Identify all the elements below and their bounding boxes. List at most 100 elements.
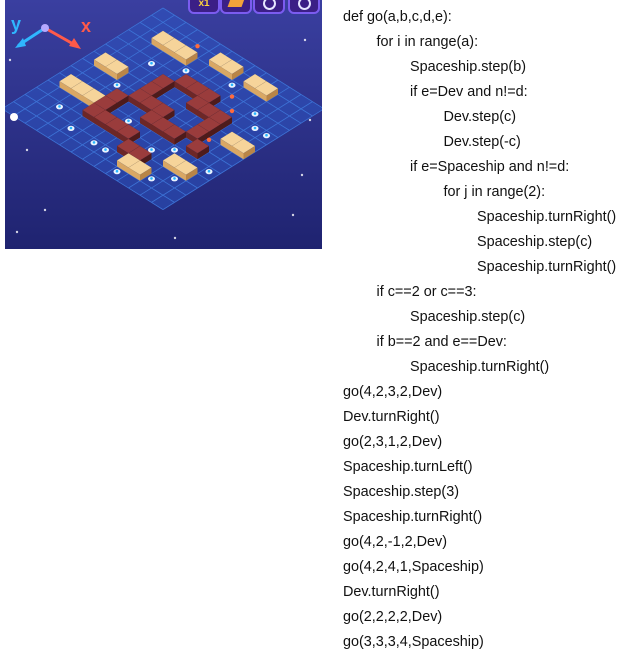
crate-side [186,102,198,116]
isometric-board [5,0,322,249]
grid-line [5,110,164,210]
code-line: go(3,3,3,4,Spaceship) [343,634,484,650]
code-line: def go(a,b,c,d,e): [343,9,452,25]
beacon-light [206,137,212,142]
axis-origin [41,24,49,32]
crate-top [174,160,198,176]
robot-light [207,169,211,173]
crate-side [105,124,117,138]
crate-side [186,52,198,66]
star [173,236,177,240]
code-line: go(2,3,1,2,Dev) [343,434,443,450]
star [15,230,19,234]
crate-side [220,138,232,152]
star [291,213,295,217]
robot-light [115,169,119,173]
crate-side [140,167,152,181]
crate-side [151,38,163,52]
speed-button[interactable]: x1 [188,0,220,14]
crate-side [266,88,278,102]
speed-label: x1 [198,0,210,9]
code-line: Spaceship.step(b) [410,59,526,75]
crate-side [105,66,117,80]
game-view[interactable]: x1 y x [5,0,322,249]
star [303,38,307,42]
robot-light [69,126,73,130]
robot-light [265,133,268,137]
crate-side [255,88,267,102]
crate-side [174,131,186,145]
code-line: for j in range(2): [443,184,546,200]
crate-top [185,138,210,154]
code-line: if b==2 and e==Dev: [376,334,507,350]
code-line: Spaceship.turnLeft() [343,459,473,475]
robot-light [173,148,176,151]
beacon-light [229,94,235,99]
crate-side [209,124,221,138]
magnifier-icon [262,0,276,10]
crate-side [243,81,255,95]
crate-top [128,160,152,176]
crate-top [162,124,187,140]
crate-side [209,59,221,73]
crate-side [140,117,152,131]
crate-side [71,88,83,102]
crate-top [174,44,198,60]
x-axis-label: x [81,16,92,36]
y-arrow-head [15,38,26,48]
robot-light [150,177,153,180]
crate-side [128,167,140,181]
robot-light [253,112,257,115]
code-line: Spaceship.turnRight() [410,359,550,375]
star [300,173,304,177]
code-line: go(4,2,3,2,Dev) [343,384,443,400]
robot-light [104,148,107,151]
code-line: if e=Spaceship and n!=d: [410,159,570,175]
crate-side [151,124,163,138]
crate-side [163,45,175,59]
y-axis-label: y [11,14,22,34]
magnifier-icon [297,0,311,10]
map-button[interactable] [220,0,252,14]
code-line: if e=Dev and n!=d: [410,84,528,100]
star [8,58,12,62]
crate-side [186,167,198,181]
edge-marker-icon [10,113,18,121]
crate-side [128,95,140,109]
code-line: Spaceship.turnRight() [343,509,483,525]
zoom-in-button[interactable] [253,0,285,14]
grid-line [162,109,322,210]
crate-side [174,167,186,181]
crate-side [197,146,209,160]
code-line: Dev.turnRight() [343,584,440,600]
crate-side [174,52,186,66]
code-line: for i in range(a): [376,34,479,50]
crate-side [117,66,129,80]
robot-light [230,83,234,87]
zoom-out-button[interactable] [288,0,320,14]
code-line: Spaceship.step(3) [343,484,459,500]
crate-top [105,59,129,75]
crate-top [231,138,256,154]
crate-side [243,146,255,160]
map-icon [227,0,245,7]
star [308,118,312,122]
crate-side [163,131,175,145]
code-line: if c==2 or c==3: [376,284,477,300]
star [43,208,47,212]
star [25,148,29,152]
crate-top [220,59,244,75]
crate-top [254,80,279,96]
robot-light [150,148,153,151]
robot-light [253,126,257,130]
code-line: Spaceship.step(c) [477,234,593,250]
crate-side [117,95,129,109]
crate-side [94,59,106,73]
robot-light [58,105,61,108]
crate-side [163,160,175,174]
beacon-light [195,44,200,49]
code-line: Spaceship.turnRight() [477,259,617,275]
crate-side [220,117,232,131]
x-axis-arrow [43,26,77,47]
crate-side [94,117,106,131]
